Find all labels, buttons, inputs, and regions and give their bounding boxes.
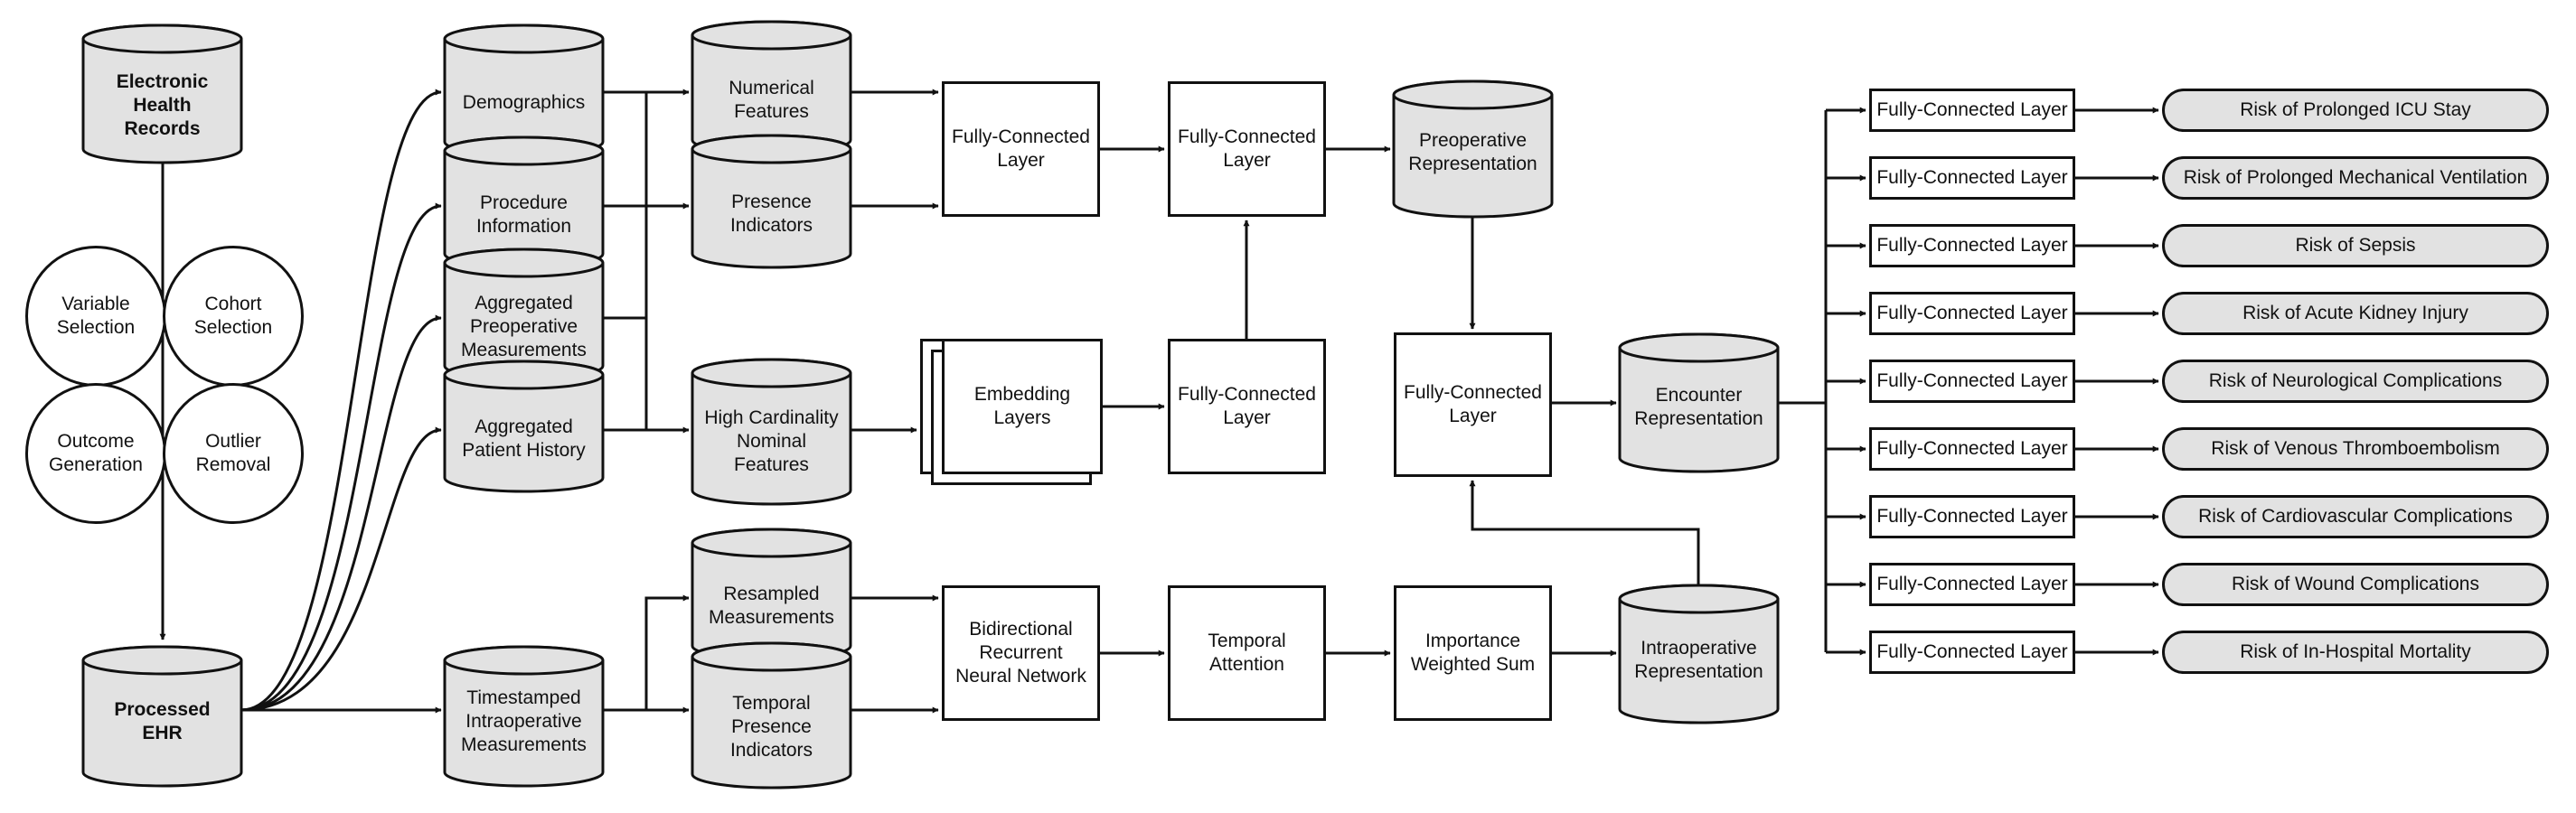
fc-layer-fusion: Fully-Connected Layer bbox=[1394, 332, 1552, 477]
risk-output-5: Risk of Venous Thromboembolism bbox=[2162, 427, 2549, 471]
numerical-features-label: Numerical Features bbox=[729, 78, 814, 122]
embedding-layers-box: Embedding Layers bbox=[942, 339, 1103, 474]
head-fc-layer-4: Fully-Connected Layer bbox=[1869, 360, 2075, 403]
head-fc-layer-7: Fully-Connected Layer bbox=[1869, 563, 2075, 606]
intraoperative-representation-label: Intraoperative Representation bbox=[1634, 638, 1763, 682]
fc-layer-preop-1: Fully-Connected Layer bbox=[942, 81, 1100, 217]
risk-output-0: Risk of Prolonged ICU Stay bbox=[2162, 89, 2549, 132]
fc-layer-preop-2: Fully-Connected Layer bbox=[1168, 81, 1326, 217]
ehr-line1: Electronic bbox=[116, 71, 209, 92]
variable-selection-circle: Variable Selection bbox=[25, 246, 166, 387]
birnn-box: Bidirectional Recurrent Neural Network bbox=[942, 585, 1100, 721]
encounter-representation-label: Encounter Representation bbox=[1634, 385, 1763, 429]
demographics-cylinder bbox=[443, 23, 605, 157]
processed-ehr-label: Processed EHR bbox=[114, 699, 211, 743]
head-fc-layer-3: Fully-Connected Layer bbox=[1869, 292, 2075, 335]
risk-output-2: Risk of Sepsis bbox=[2162, 224, 2549, 267]
ehr-line2: Health bbox=[133, 95, 192, 116]
aggregated-history-cylinder bbox=[443, 360, 605, 493]
timestamped-intraoperative-measurements-label: Timestamped Intraoperative Measurements bbox=[461, 687, 587, 755]
head-fc-layer-6: Fully-Connected Layer bbox=[1869, 495, 2075, 538]
risk-output-8: Risk of In-Hospital Mortality bbox=[2162, 631, 2549, 674]
outlier-removal-circle: Outlier Removal bbox=[163, 383, 304, 524]
head-fc-layer-5: Fully-Connected Layer bbox=[1869, 427, 2075, 471]
procedure-information-cylinder bbox=[443, 136, 605, 269]
encounter-representation-cylinder bbox=[1618, 332, 1780, 473]
temporal-presence-indicators-label: Temporal Presence Indicators bbox=[729, 693, 813, 761]
high-cardinality-nominal-features-label: High Cardinality Nominal Features bbox=[704, 407, 839, 475]
arrow-to-procedure bbox=[240, 202, 442, 712]
importance-weighted-sum-box: Importance Weighted Sum bbox=[1394, 585, 1552, 721]
arrow-to-resampled bbox=[603, 594, 690, 712]
resampled-measurements-label: Resampled Measurements bbox=[709, 584, 834, 628]
arrow-to-aggregated-history bbox=[240, 426, 442, 712]
arrow-intraop-to-fusion bbox=[1469, 480, 1700, 585]
preoperative-representation-label: Preoperative Representation bbox=[1408, 130, 1537, 174]
preoperative-representation-cylinder bbox=[1392, 79, 1554, 219]
procedure-information-label: Procedure Information bbox=[475, 192, 572, 237]
presence-indicators-cylinder bbox=[691, 134, 852, 269]
ehr-line3: Records bbox=[124, 118, 201, 139]
ehr-cylinder bbox=[81, 23, 243, 164]
head-fc-layer-0: Fully-Connected Layer bbox=[1869, 89, 2075, 132]
timestamped-intraop-cylinder bbox=[443, 645, 605, 788]
risk-output-1: Risk of Prolonged Mechanical Ventilation bbox=[2162, 156, 2549, 200]
fc-layer-embedding: Fully-Connected Layer bbox=[1168, 339, 1326, 474]
numerical-features-cylinder bbox=[691, 20, 852, 155]
outcome-generation-circle: Outcome Generation bbox=[25, 383, 166, 524]
temporal-attention-box: Temporal Attention bbox=[1168, 585, 1326, 721]
demographics-label: Demographics bbox=[462, 92, 586, 113]
processed-ehr-cylinder bbox=[81, 645, 243, 788]
risk-output-7: Risk of Wound Complications bbox=[2162, 563, 2549, 606]
risk-output-6: Risk of Cardiovascular Complications bbox=[2162, 495, 2549, 538]
risk-output-3: Risk of Acute Kidney Injury bbox=[2162, 292, 2549, 335]
high-cardinality-cylinder bbox=[691, 358, 852, 506]
presence-indicators-label: Presence Indicators bbox=[729, 192, 813, 236]
risk-output-4: Risk of Neurological Complications bbox=[2162, 360, 2549, 403]
cohort-selection-circle: Cohort Selection bbox=[163, 246, 304, 387]
aggregated-patient-history-label: Aggregated Patient History bbox=[462, 416, 586, 461]
temporal-presence-cylinder bbox=[691, 641, 852, 790]
intraoperative-representation-cylinder bbox=[1618, 584, 1780, 724]
head-fc-layer-2: Fully-Connected Layer bbox=[1869, 224, 2075, 267]
aggregated-preoperative-measurements-label: Aggregated Preoperative Measurements bbox=[461, 293, 587, 360]
head-fc-layer-1: Fully-Connected Layer bbox=[1869, 156, 2075, 200]
resampled-measurements-cylinder bbox=[691, 528, 852, 661]
arrow-to-aggregated-preop bbox=[240, 314, 442, 712]
head-fc-layer-8: Fully-Connected Layer bbox=[1869, 631, 2075, 674]
arrow-to-demographics bbox=[240, 89, 442, 712]
